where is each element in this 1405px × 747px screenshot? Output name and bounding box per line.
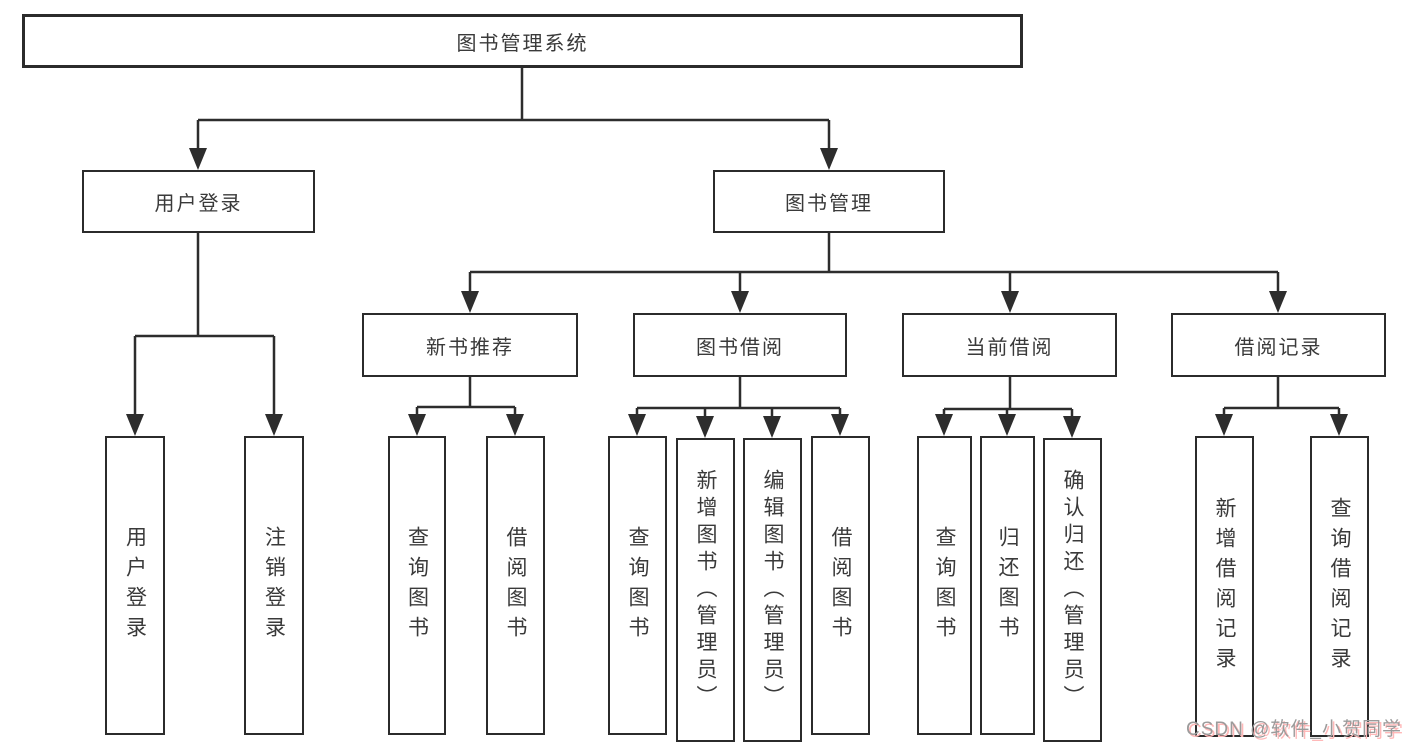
leaf-borrow-books-1: 借阅图书 xyxy=(486,436,545,735)
leaf-label: 借阅图书 xyxy=(504,525,527,646)
leaf-edit-books-admin: 编辑图书（管理员） xyxy=(743,438,802,742)
leaf-query-books-2: 查询图书 xyxy=(608,436,667,735)
leaf-label: 用户登录 xyxy=(123,525,147,646)
node-book-borrowing: 图书借阅 xyxy=(633,313,847,377)
leaf-query-books-3: 查询图书 xyxy=(917,436,972,735)
leaf-label: 查询借阅记录 xyxy=(1328,496,1351,677)
leaf-label: 注销登录 xyxy=(262,525,286,646)
connector-arrowheads xyxy=(126,148,1348,438)
leaf-add-books-admin: 新增图书（管理员） xyxy=(676,438,735,742)
leaf-label: 新增借阅记录 xyxy=(1213,496,1236,677)
leaf-add-borrow-record: 新增借阅记录 xyxy=(1195,436,1254,737)
leaf-logout: 注销登录 xyxy=(244,436,304,735)
leaf-label: 查询图书 xyxy=(626,525,649,646)
leaf-query-borrow-record: 查询借阅记录 xyxy=(1310,436,1369,737)
leaf-user-login: 用户登录 xyxy=(105,436,165,735)
node-user-login: 用户登录 xyxy=(82,170,315,233)
leaf-label: 借阅图书 xyxy=(829,525,852,646)
node-current-borrowing: 当前借阅 xyxy=(902,313,1117,377)
leaf-return-books: 归还图书 xyxy=(980,436,1035,735)
leaf-label: 新增图书（管理员） xyxy=(694,468,717,712)
leaf-label: 查询图书 xyxy=(933,525,956,646)
leaf-label: 编辑图书（管理员） xyxy=(761,468,784,712)
csdn-watermark: CSDN @软件_小贺同学 xyxy=(1186,719,1402,740)
leaf-query-books-1: 查询图书 xyxy=(388,436,446,735)
node-borrowing-records: 借阅记录 xyxy=(1171,313,1386,377)
leaf-borrow-books-2: 借阅图书 xyxy=(811,436,870,735)
node-new-book-recommendation: 新书推荐 xyxy=(362,313,578,377)
connector-lines xyxy=(133,68,1341,420)
node-book-management: 图书管理 xyxy=(713,170,945,233)
node-root-book-management-system: 图书管理系统 xyxy=(22,14,1023,68)
leaf-label: 归还图书 xyxy=(996,525,1019,646)
leaf-label: 确认归还（管理员） xyxy=(1061,468,1084,712)
leaf-label: 查询图书 xyxy=(405,525,429,646)
leaf-confirm-return-admin: 确认归还（管理员） xyxy=(1043,438,1102,742)
